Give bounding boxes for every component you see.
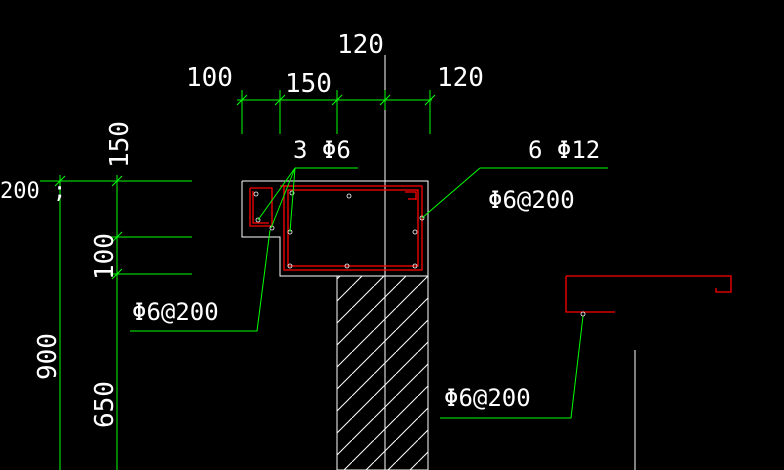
leader-lines: [130, 167, 608, 419]
rebar-stirrups: [249, 185, 423, 271]
dim-top-left: 100: [186, 63, 233, 93]
dim-top-mid: 150: [285, 69, 332, 99]
dim-top-center: 120: [337, 30, 384, 60]
dim-left-mid: 100: [90, 233, 120, 280]
left-dimension-chain: [40, 175, 192, 470]
dim-left-partial: 200 ;: [0, 179, 66, 204]
rebar-label-3phi6: 3 Φ6: [293, 136, 351, 164]
dim-left-top: 150: [105, 121, 135, 168]
stirrup-label-left: Φ6@200: [132, 298, 219, 326]
top-dimension-chain: [236, 90, 436, 134]
dim-left-bottom: 650: [90, 381, 120, 428]
stirrup-label-right: Φ6@200: [488, 186, 575, 214]
dim-left-total: 900: [33, 333, 63, 380]
concrete-outline: [241, 180, 429, 277]
stirrup-label-bottom: Φ6@200: [444, 384, 531, 412]
dim-top-right: 120: [437, 63, 484, 93]
rebar-label-6phi12: 6 Φ12: [528, 136, 600, 164]
right-ledge-detail: [565, 275, 732, 470]
wall-hatch: [336, 275, 429, 470]
